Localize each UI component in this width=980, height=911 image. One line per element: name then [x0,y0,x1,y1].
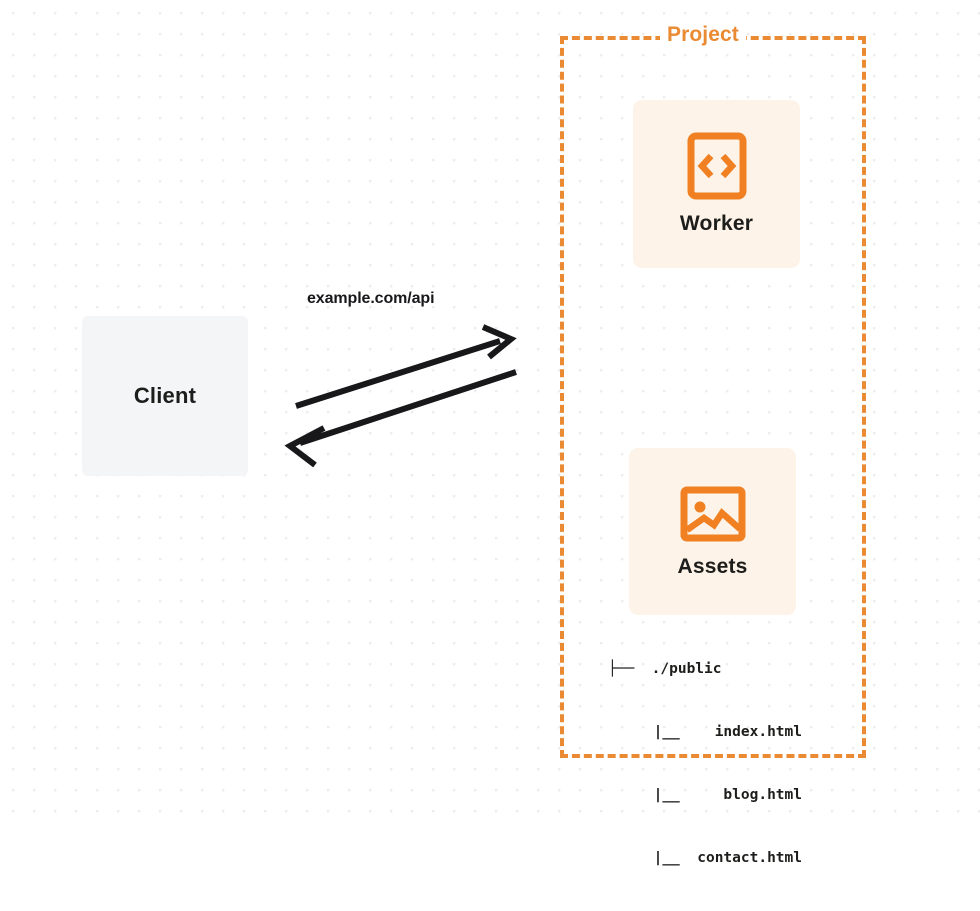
file-tree-item: |__ contact.html [653,850,802,866]
diagram-canvas: Client example.com/api Project Worker [0,0,980,866]
assets-node-label: Assets [677,554,748,578]
assets-file-tree: ├── ./public |__ index.html |__ blog.htm… [608,617,802,911]
file-tree-item: |__ index.html [653,724,802,740]
client-node[interactable]: Client [82,316,248,476]
file-tree-item: |__ blog.html [653,787,802,803]
request-arrow [295,324,517,409]
image-picture-icon [680,486,745,541]
assets-node[interactable]: Assets [629,448,796,615]
code-brackets-icon [687,132,746,200]
response-arrow [284,369,517,468]
connection-label: example.com/api [307,290,435,307]
worker-node-label: Worker [679,212,754,235]
project-title: Project [660,22,746,48]
file-tree-root: ├── ./public [608,661,722,677]
client-node-label: Client [133,383,197,408]
worker-node[interactable]: Worker [633,100,800,268]
connection-arrows [284,324,517,468]
